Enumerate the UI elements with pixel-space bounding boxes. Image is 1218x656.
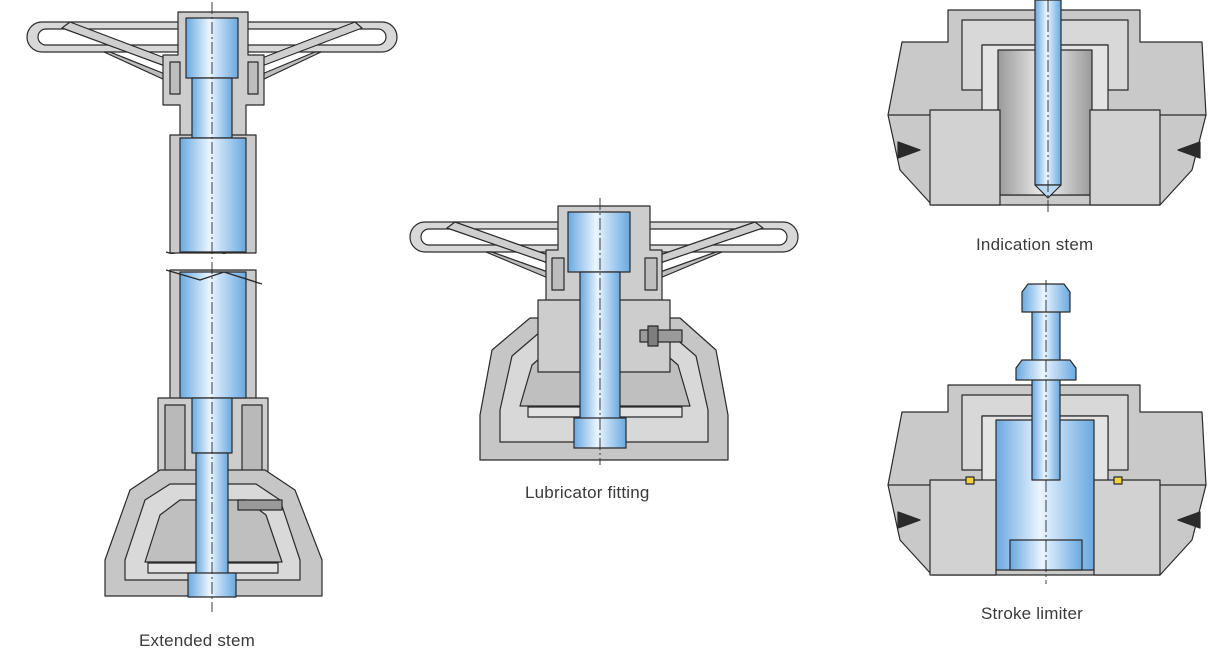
- lubricator-fitting-drawing: [409, 198, 799, 465]
- indication-stem-drawing: [887, 0, 1207, 214]
- lubricator-fitting-caption: Lubricator fitting: [525, 483, 650, 502]
- stroke-limiter-drawing: [887, 280, 1207, 584]
- stroke-limiter-caption: Stroke limiter: [981, 604, 1083, 623]
- indication-stem-caption: Indication stem: [976, 235, 1094, 254]
- extended-stem-drawing: [26, 2, 398, 612]
- extended-stem-caption: Extended stem: [139, 631, 255, 650]
